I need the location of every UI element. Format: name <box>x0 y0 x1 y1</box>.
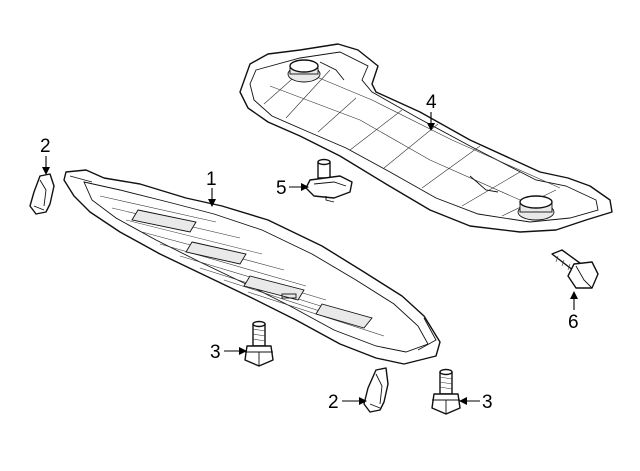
svg-text:2: 2 <box>328 392 339 413</box>
svg-text:1: 1 <box>206 169 217 190</box>
part-6-bolt[interactable] <box>551 249 599 289</box>
part-1-lower-cover[interactable] <box>63 169 441 365</box>
svg-text:6: 6 <box>568 312 579 333</box>
callout-6: 6 <box>568 291 579 333</box>
svg-text:2: 2 <box>40 136 51 157</box>
callout-1: 1 <box>206 169 217 207</box>
callout-3-left: 3 <box>210 342 247 363</box>
svg-text:4: 4 <box>426 92 437 113</box>
part-2-clip-left[interactable] <box>29 173 55 215</box>
part-3-bolt-left[interactable] <box>244 320 274 367</box>
part-4-shield[interactable] <box>239 43 613 233</box>
svg-text:3: 3 <box>482 392 493 413</box>
part-5-retainer[interactable] <box>305 158 353 203</box>
part-2-clip-bottom[interactable] <box>363 367 389 413</box>
part-3-bolt-right[interactable] <box>431 368 461 415</box>
svg-text:5: 5 <box>276 178 287 199</box>
callout-2-left: 2 <box>40 136 51 175</box>
callout-5: 5 <box>276 178 309 199</box>
callout-4: 4 <box>426 92 437 131</box>
callout-2-bottom: 2 <box>328 392 367 413</box>
svg-text:3: 3 <box>210 342 221 363</box>
callout-3-right: 3 <box>459 392 493 413</box>
